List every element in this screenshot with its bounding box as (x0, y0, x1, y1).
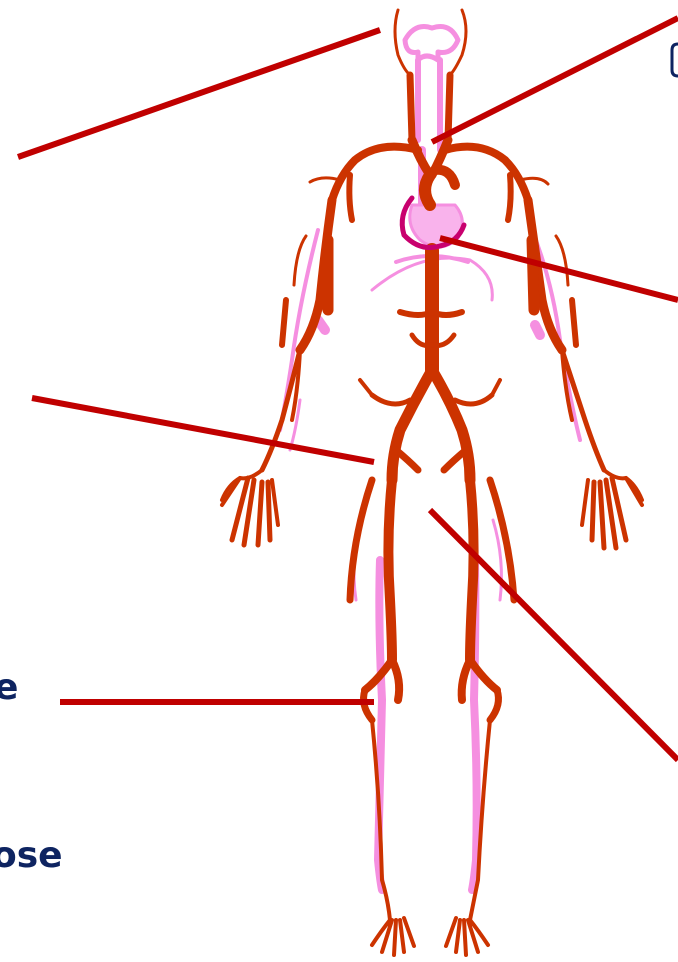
label-fragment-knee: e (0, 670, 18, 706)
leader-lines (18, 18, 678, 760)
leader-line-mid-left (32, 398, 374, 462)
veins (280, 27, 580, 891)
label-fragment-lower: ose (0, 838, 63, 874)
leader-line-upper-right (432, 18, 678, 142)
cropped-box-edge (672, 44, 678, 76)
arteries (222, 10, 642, 955)
leader-line-upper-left (18, 30, 380, 157)
leader-line-heart (440, 238, 678, 300)
